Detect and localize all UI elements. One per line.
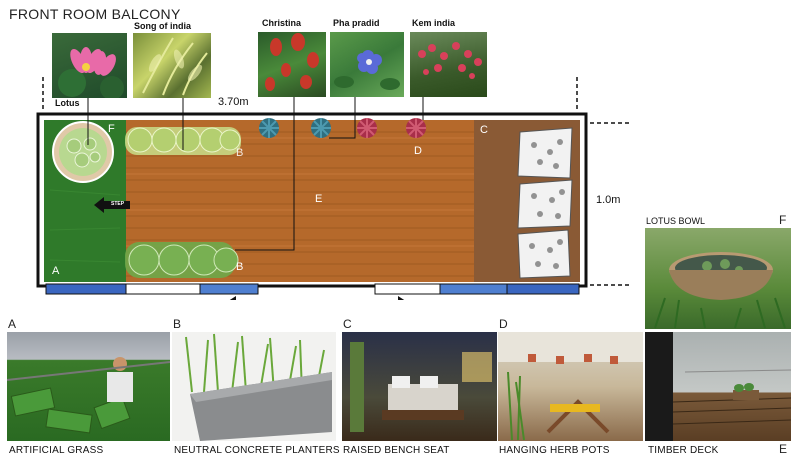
kem-india-label: Kem india <box>412 18 456 28</box>
lotus-bowl-title: LOTUS BOWL <box>646 216 706 226</box>
lotus-bowl-photo <box>645 228 791 329</box>
zone-label-b-bottom: B <box>236 261 244 273</box>
gallery-letter-c: C <box>343 317 352 331</box>
step-arrow-icon <box>94 197 130 213</box>
bench-seat-icon <box>350 342 492 432</box>
christina-photo <box>258 32 326 97</box>
zone-label-a: A <box>52 265 60 277</box>
gallery-letter-d: D <box>499 317 508 331</box>
planter-bottom <box>125 242 239 278</box>
sliding-door-arrow-left-icon <box>229 296 236 300</box>
sliding-door-arrow-right-icon <box>398 296 405 300</box>
balcony-plan <box>36 77 632 300</box>
hanging-herb-pots-photo <box>498 332 643 441</box>
song-of-india-photo <box>133 33 211 98</box>
lotus-bowl-letter: F <box>779 213 787 227</box>
lotus-photo <box>52 33 127 98</box>
zone-label-e: E <box>315 193 323 205</box>
gallery-caption-a: ARTIFICIAL GRASS <box>9 445 104 456</box>
artificial-grass-photo <box>7 332 170 441</box>
concrete-planter-photo <box>172 332 336 441</box>
kem-india-photo <box>410 32 487 97</box>
zone-label-d: D <box>414 145 422 157</box>
gallery-caption-c: RAISED BENCH SEAT <box>343 445 450 456</box>
edge-strips <box>45 283 580 295</box>
hanging-pot-icons <box>259 118 426 138</box>
timber-deck-icon <box>645 332 791 441</box>
bench-seat-photo <box>342 332 497 441</box>
gallery-letter-b: B <box>173 317 182 331</box>
lotus-bowl-icon <box>654 252 786 329</box>
depth-dimension: 1.0m <box>596 194 621 206</box>
zone-label-b-top: B <box>236 147 244 159</box>
timber-deck-photo <box>645 332 791 441</box>
song-of-india-leaves-icon <box>142 37 208 96</box>
pha-pradid-flower-icon <box>334 50 400 90</box>
lotus-flower-icon <box>58 47 124 98</box>
lotus-label: Lotus <box>55 98 80 108</box>
christina-label: Christina <box>262 18 302 28</box>
artificial-grass-scene-icon <box>7 357 170 434</box>
zone-label-c: C <box>480 124 488 136</box>
kem-india-blossom-icon <box>418 42 482 79</box>
concrete-planter-icon <box>185 333 332 441</box>
page-title: FRONT ROOM BALCONY <box>9 6 181 22</box>
christina-foliage-icon <box>265 33 319 91</box>
gallery-caption-d: HANGING HERB POTS <box>499 445 610 456</box>
pha-pradid-label: Pha pradid <box>333 18 380 28</box>
hanging-herb-pots-icon <box>498 332 643 441</box>
pha-pradid-photo <box>330 32 404 97</box>
gallery-caption-b: NEUTRAL CONCRETE PLANTERS <box>174 445 340 456</box>
gallery-letter-a: A <box>8 317 17 331</box>
cushion-icons <box>517 127 573 279</box>
leader-lines <box>87 97 424 251</box>
song-of-india-label: Song of india <box>134 21 191 31</box>
width-dimension: 3.70m <box>218 96 249 108</box>
gallery-caption-e: TIMBER DECK <box>648 445 719 456</box>
zone-label-f: F <box>108 123 115 135</box>
gallery-letter-e: E <box>779 442 788 456</box>
step-label: STEP <box>111 201 125 207</box>
